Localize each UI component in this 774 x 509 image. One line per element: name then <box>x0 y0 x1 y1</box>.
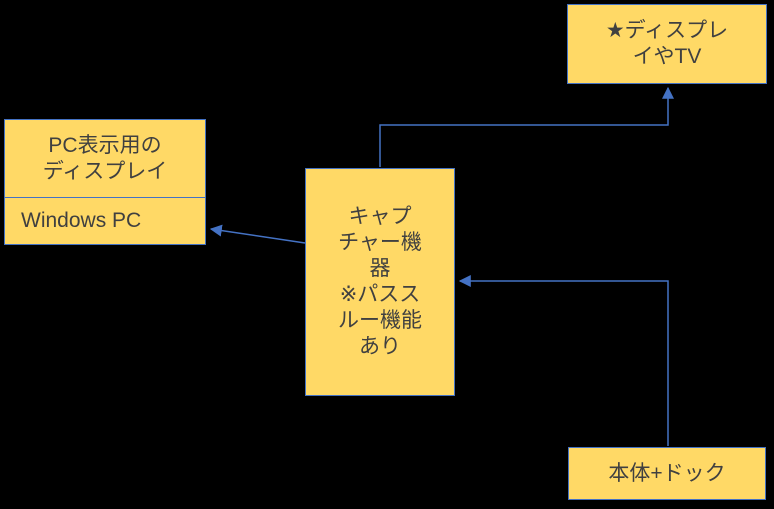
node-dock: 本体+ドック <box>568 447 766 500</box>
arrow-dock-to-capture <box>458 275 669 446</box>
node-pc-display-label: PC表示用の ディスプレイ <box>42 134 168 183</box>
node-display-tv: ★ディスプレ イやTV <box>567 4 767 84</box>
node-dock-label: 本体+ドック <box>608 461 726 485</box>
node-pc-display: PC表示用の ディスプレイ <box>4 119 206 199</box>
node-display-tv-label: ★ディスプレ イやTV <box>605 19 729 68</box>
arrow-capture-to-windows-pc <box>209 224 306 244</box>
node-capture-device-label: キャプ チャー機 器 ※パスス ルー機能 あり <box>338 205 422 358</box>
node-windows-pc: Windows PC <box>4 197 206 245</box>
node-windows-pc-label: Windows PC <box>21 209 142 232</box>
arrow-capture-to-display-tv <box>379 86 674 167</box>
node-capture-device: キャプ チャー機 器 ※パスス ルー機能 あり <box>305 168 455 396</box>
